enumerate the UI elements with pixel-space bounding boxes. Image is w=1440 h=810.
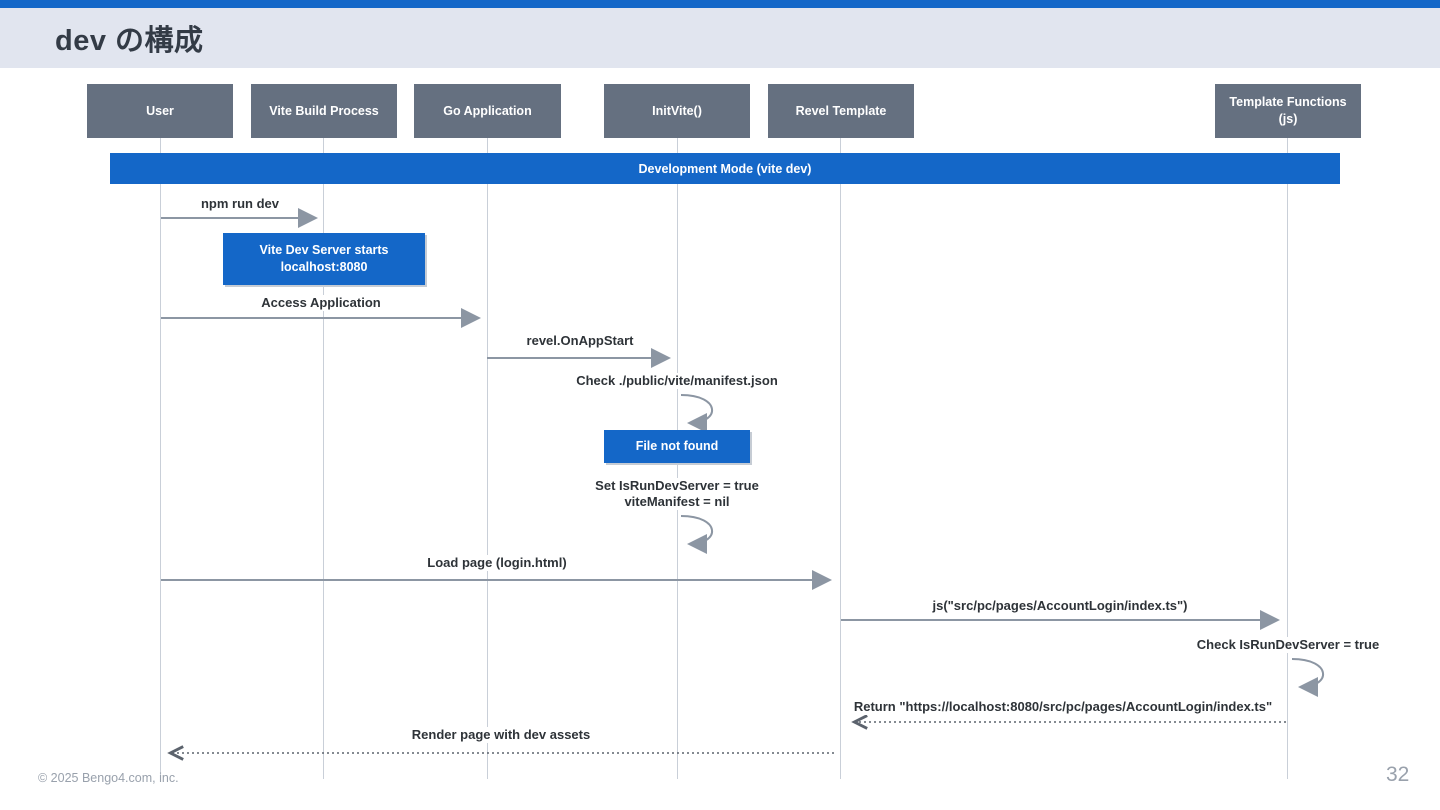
frame-banner-development-mode: Development Mode (vite dev) <box>110 153 1340 184</box>
slide-header: dev の構成 <box>0 8 1440 68</box>
message-label-set-flags: Set IsRunDevServer = true viteManifest =… <box>591 478 763 510</box>
frame-banner-label: Development Mode (vite dev) <box>638 161 812 176</box>
message-label-check-isrundevserver: Check IsRunDevServer = true <box>1192 637 1384 653</box>
participant-label: (js) <box>1278 112 1298 126</box>
top-accent-bar <box>0 0 1440 8</box>
message-label-line: Set IsRunDevServer = true <box>595 478 759 493</box>
lifeline-go-application <box>487 138 488 779</box>
message-label-npm-run-dev: npm run dev <box>196 196 284 212</box>
participant-label: InitVite() <box>652 103 702 118</box>
message-label-load-page: Load page (login.html) <box>423 555 571 571</box>
note-file-not-found: File not found <box>604 430 750 463</box>
participant-initvite: InitVite() <box>604 84 750 138</box>
lifeline-vite-build-process <box>323 138 324 779</box>
lifeline-user <box>160 138 161 779</box>
page-title: dev の構成 <box>55 25 204 57</box>
lifeline-revel-template <box>840 138 841 779</box>
participant-vite-build-process: Vite Build Process <box>251 84 397 138</box>
message-label-js-call: js("src/pc/pages/AccountLogin/index.ts") <box>928 598 1192 614</box>
participant-label: Go Application <box>443 103 532 118</box>
participant-label: Template Functions <box>1229 95 1347 110</box>
page-number: 32 <box>1386 763 1410 786</box>
message-label-access-application: Access Application <box>257 295 385 311</box>
participant-template-functions: Template Functions (js) <box>1215 84 1361 138</box>
participant-user: User <box>87 84 233 138</box>
note-line: Vite Dev Server starts <box>259 243 389 258</box>
participant-go-application: Go Application <box>414 84 561 138</box>
participant-label: Vite Build Process <box>269 103 379 118</box>
message-label-line: viteManifest = nil <box>624 494 730 509</box>
participant-revel-template: Revel Template <box>768 84 914 138</box>
footer-copyright: © 2025 Bengo4.com, inc. <box>38 771 179 785</box>
participant-label: Revel Template <box>795 103 887 118</box>
lifeline-template-functions <box>1287 138 1288 779</box>
note-line: localhost:8080 <box>280 260 368 274</box>
message-label-check-manifest: Check ./public/vite/manifest.json <box>572 373 782 389</box>
message-label-revel-onappstart: revel.OnAppStart <box>522 333 638 349</box>
participant-label: User <box>146 103 174 118</box>
message-label-return-url: Return "https://localhost:8080/src/pc/pa… <box>849 699 1277 715</box>
message-label-render-page: Render page with dev assets <box>407 727 595 743</box>
note-line: File not found <box>635 439 719 454</box>
note-vite-dev-server: Vite Dev Server starts localhost:8080 <box>223 233 425 285</box>
